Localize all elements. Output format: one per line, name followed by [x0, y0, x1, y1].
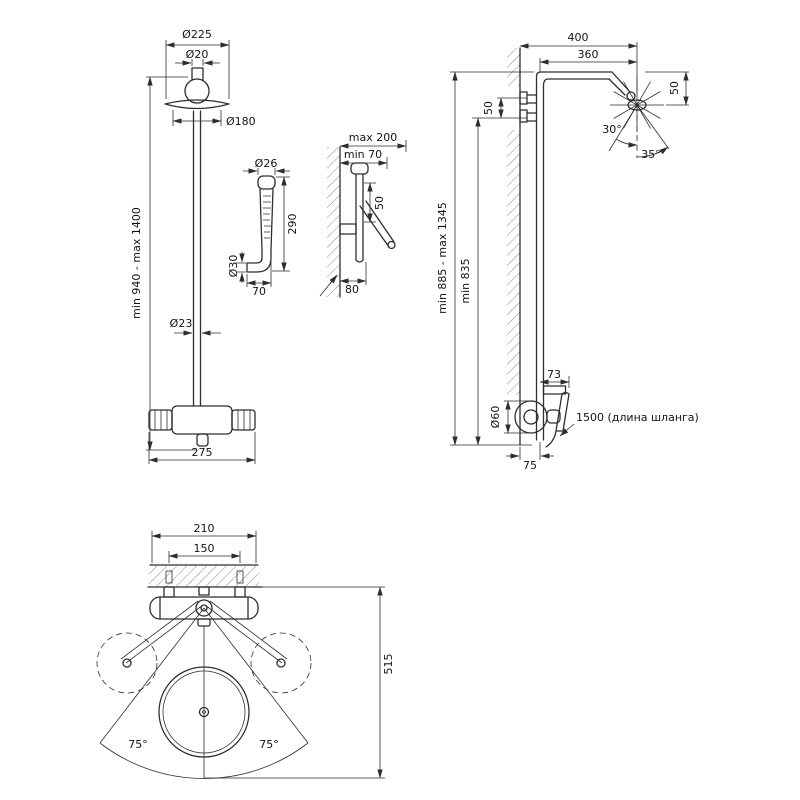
- top-view-dimensions: 210 150 75° 75° 515: [128, 522, 395, 779]
- bracket-dimensions: max 200 min 70 50 80: [319, 131, 407, 297]
- dim-bracket-height: 50: [373, 196, 386, 210]
- dim-top-plate-width: 210: [194, 522, 215, 535]
- swivel-position-right: [250, 632, 312, 694]
- bracket-linework: [327, 146, 396, 298]
- dim-bracket-depth: 80: [345, 283, 359, 296]
- dim-side-inlet-spacing: 50: [482, 101, 495, 115]
- dim-handshower-offset: 70: [252, 285, 266, 298]
- dim-side-body-diameter: Ø60: [489, 406, 502, 429]
- dim-handshower-head-diameter: Ø26: [255, 157, 278, 170]
- dim-front-body-width: 275: [192, 446, 213, 459]
- top-view-linework: [96, 564, 312, 779]
- dim-side-pipe-height: min 835: [459, 258, 472, 303]
- dim-side-arm-length: 360: [578, 48, 599, 61]
- dim-side-holder-offset: 73: [547, 368, 561, 381]
- wall-hatch: [149, 565, 259, 587]
- dim-top-swivel-right: 75°: [259, 738, 279, 751]
- dim-front-stem-diameter: Ø20: [186, 48, 209, 61]
- side-view: 400 360 50 30° 35° 50 min 885 - max 1345…: [436, 31, 699, 472]
- wall-hatch: [507, 48, 520, 86]
- dim-bracket-reach-min: min 70: [344, 148, 382, 161]
- side-view-dimensions: 400 360 50 30° 35° 50 min 885 - max 1345…: [436, 31, 699, 472]
- dim-top-reach: 515: [382, 654, 395, 675]
- bracket-view: max 200 min 70 50 80: [319, 131, 407, 298]
- front-view: Ø225 Ø20 Ø180 min 940 - max 1400 Ø23 275: [130, 28, 256, 464]
- dim-top-swivel-left: 75°: [128, 738, 148, 751]
- swivel-position-left: [96, 632, 158, 694]
- handshower-view: Ø26 290 Ø30 70: [227, 157, 299, 298]
- handshower-dimensions: Ø26 290 Ø30 70: [227, 157, 299, 298]
- dim-handshower-elbow-diameter: Ø30: [227, 255, 240, 278]
- top-view: 210 150 75° 75° 515: [96, 522, 395, 779]
- front-view-dimensions: Ø225 Ø20 Ø180 min 940 - max 1400 Ø23 275: [130, 28, 256, 464]
- dim-front-pipe-diameter: Ø23: [170, 317, 193, 330]
- dim-front-height-range: min 940 - max 1400: [130, 207, 143, 319]
- dim-top-centers: 150: [194, 542, 215, 555]
- dim-front-head-diameter: Ø225: [182, 28, 212, 41]
- wall-hatch: [507, 130, 520, 395]
- dim-side-height-range: min 885 - max 1345: [436, 202, 449, 314]
- dim-side-wall-offset: 75: [523, 459, 537, 472]
- note-hose-length: 1500 (длина шланга): [576, 411, 699, 424]
- dim-side-head-drop: 50: [668, 81, 681, 95]
- wall-leader-arrow: [319, 274, 338, 297]
- wall-hatch: [327, 147, 340, 297]
- dim-handshower-length: 290: [286, 214, 299, 235]
- dim-side-spray-angle: 35°: [641, 148, 661, 161]
- dim-front-face-diameter: Ø180: [226, 115, 256, 128]
- side-view-linework: [507, 47, 664, 448]
- dim-side-tilt-angle: 30°: [602, 123, 622, 136]
- dim-bracket-reach-max: max 200: [349, 131, 397, 144]
- front-view-linework: [148, 67, 256, 447]
- dim-side-reach-total: 400: [568, 31, 589, 44]
- handshower-linework: [246, 175, 276, 273]
